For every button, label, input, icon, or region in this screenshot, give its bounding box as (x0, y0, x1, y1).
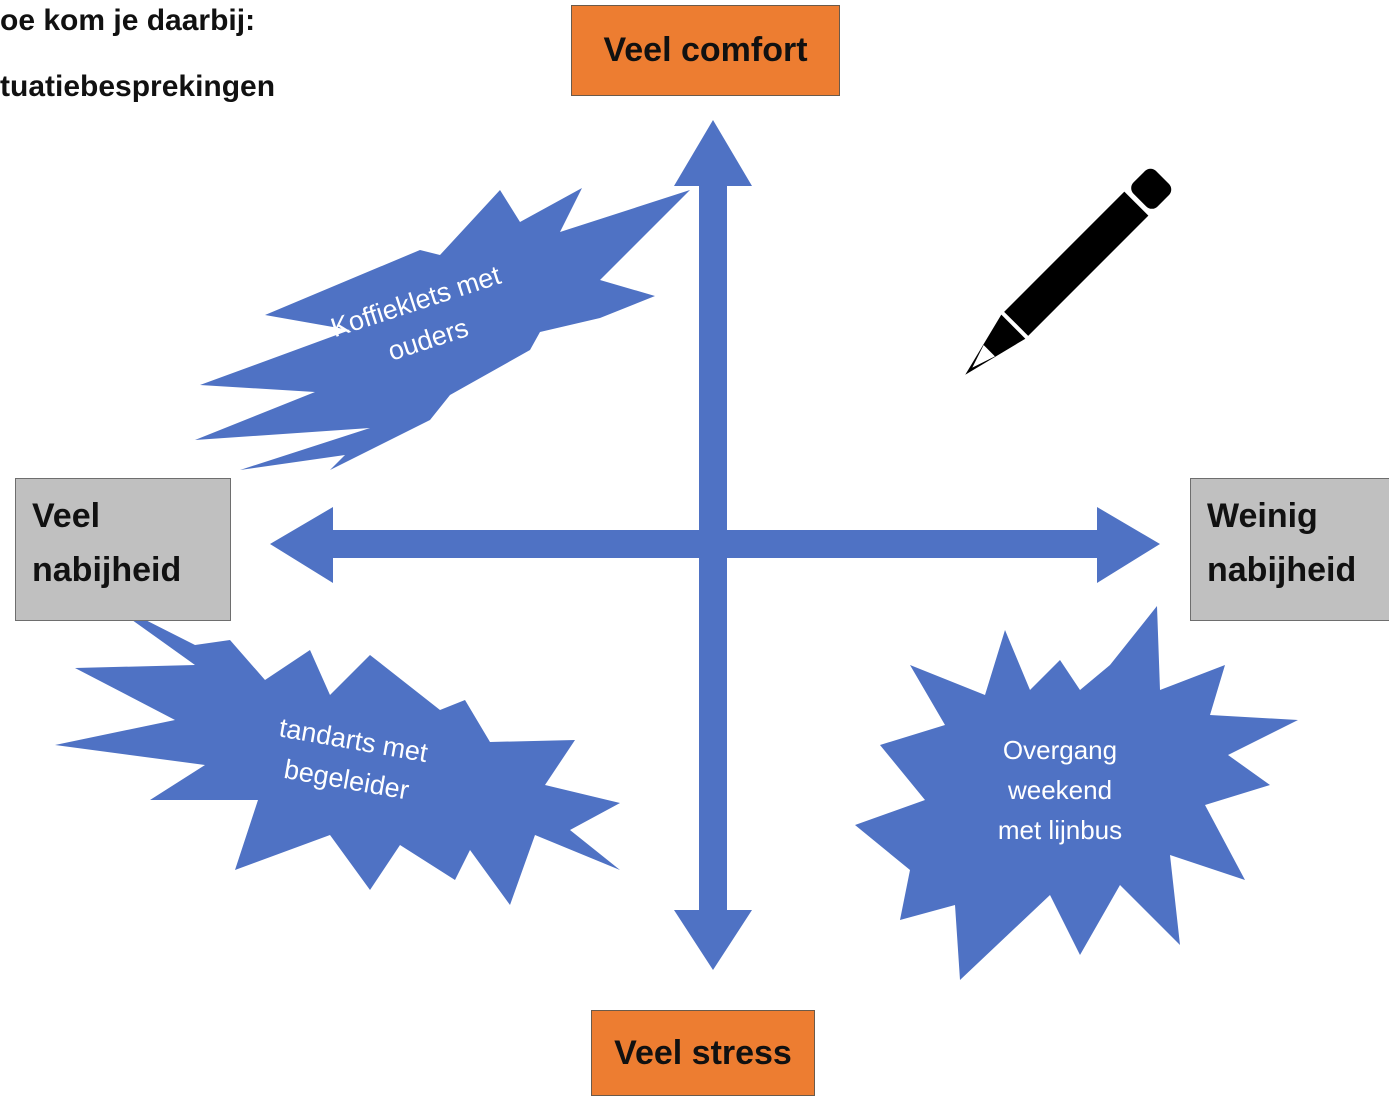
burst-koffieklets (195, 188, 690, 470)
axis-label-bottom: Veel stress (591, 1010, 815, 1096)
arrow-horizontal (270, 507, 1160, 583)
axis-label-right: Weinig nabijheid (1190, 478, 1389, 621)
axis-label-left: Veel nabijheid (15, 478, 231, 621)
burst-text-line: met lijnbus (997, 815, 1123, 845)
burst-text-line: weekend (1007, 775, 1113, 805)
axis-label-right-line-2: nabijheid (1207, 551, 1357, 589)
burst-text-line: Overgang (1002, 735, 1118, 765)
axis-label-left-line-1: Veel (32, 497, 101, 535)
axis-label-left-line-2: nabijheid (32, 551, 182, 589)
heading-line-1: oe kom je daarbij: (0, 4, 256, 37)
heading-line-2: tuatiebesprekingen (0, 70, 276, 103)
burst-overgang-text: Overgang weekend met lijnbus (960, 730, 1160, 850)
burst-overgang (855, 606, 1298, 980)
axis-label-right-line-1: Weinig (1207, 497, 1318, 535)
axis-label-top: Veel comfort (571, 5, 840, 96)
axis-label-bottom-text: Veel stress (614, 1033, 792, 1072)
burst-tandarts (55, 597, 620, 905)
pencil-icon (965, 168, 1172, 375)
axis-label-top-text: Veel comfort (603, 31, 808, 69)
